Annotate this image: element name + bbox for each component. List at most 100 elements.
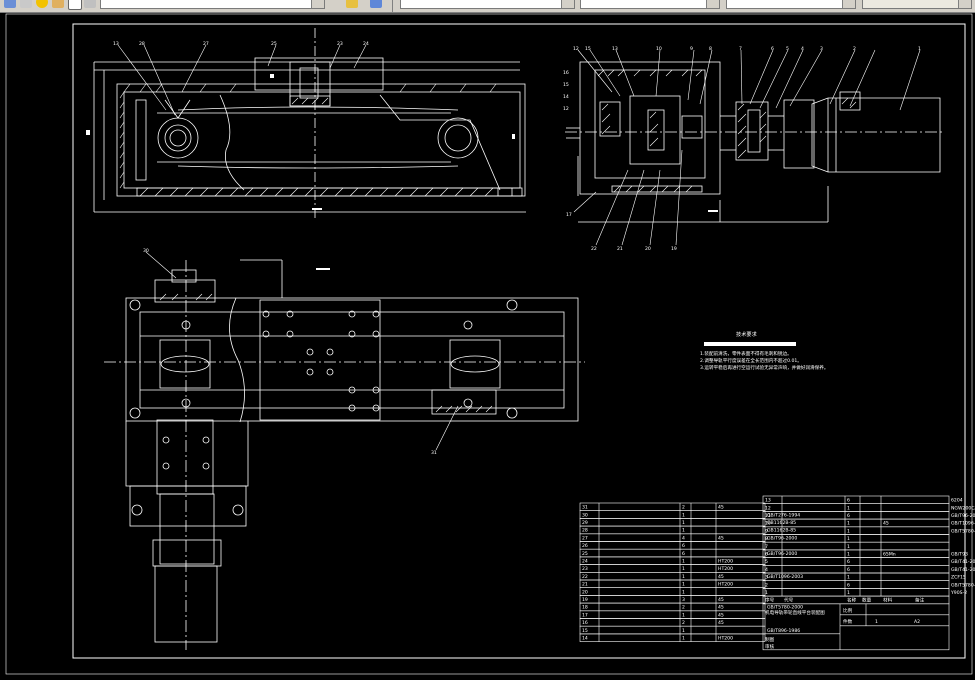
callout: 13	[612, 46, 618, 52]
color-icon[interactable]	[68, 0, 82, 10]
section-view-callouts: 12 15 13 10 9 8 7 6 5 4 3 2 1 16 15 14 1…	[563, 46, 921, 252]
lineweight-dropdown[interactable]	[726, 0, 856, 9]
toolbar	[0, 0, 975, 13]
callout: 15	[585, 46, 591, 52]
bom-cell: NGW200CA	[951, 505, 975, 511]
bom-cell: GB/T5780-2000	[767, 605, 803, 611]
bom-cell: 25	[582, 551, 588, 557]
bom-cell: 1	[847, 544, 850, 550]
layer-dropdown[interactable]	[100, 0, 325, 9]
bom-row	[579, 618, 766, 627]
layer-icon[interactable]	[4, 0, 16, 8]
bom-cell: 10	[765, 521, 771, 527]
bom-table	[579, 495, 950, 651]
callout: 5	[786, 46, 789, 52]
bom-cell: 45	[718, 620, 724, 626]
bom-cell: 1	[682, 559, 685, 565]
callout: 6	[771, 46, 774, 52]
callout: 1	[918, 46, 921, 52]
bom-cell: 45	[718, 535, 724, 541]
bom-cell: ZCF15	[951, 575, 966, 581]
bom-cell: 30	[582, 512, 588, 518]
toolbar-separator	[392, 0, 393, 12]
bom-cell: GB/T5780-2000	[951, 528, 975, 534]
bom-cell: GB/T276-1994	[767, 512, 800, 518]
bom-cell: 5	[765, 559, 768, 565]
front-view-labels	[86, 74, 515, 210]
callout: 17	[566, 212, 572, 218]
bom-cell: 8	[765, 536, 768, 542]
sun-icon[interactable]	[36, 0, 48, 8]
callout: 19	[671, 246, 677, 252]
bom-cell: GB/T5780-2000	[951, 582, 975, 588]
bom-row	[579, 595, 766, 604]
bom-header-cell: 代号	[784, 597, 794, 604]
paper-edge	[5, 13, 973, 675]
chevron-down-icon	[958, 0, 971, 8]
bom-cell: 2	[682, 605, 685, 611]
bom-cell: 15	[582, 628, 588, 634]
bom-cell: Y90S-2	[950, 590, 967, 596]
plotstyle-dropdown[interactable]	[862, 0, 972, 9]
bom-row	[762, 580, 950, 589]
bom-cell: 28	[582, 528, 588, 534]
bom-cell: 27	[582, 535, 588, 541]
drawing-canvas[interactable]: 13 28 27 25 23 24	[0, 13, 975, 676]
layer-state-icon[interactable]	[20, 0, 32, 8]
bom-row	[579, 633, 766, 642]
bom-cell: GB/T1096-2003	[951, 521, 975, 527]
chevron-down-icon	[706, 0, 719, 8]
bom-row	[579, 525, 766, 535]
count-label: 件数	[843, 618, 853, 625]
bom-cell: 26	[582, 543, 588, 549]
unlock-icon[interactable]	[52, 0, 64, 8]
linetype-dropdown[interactable]	[580, 0, 720, 9]
plot-icon[interactable]	[84, 0, 96, 8]
bom-cell: 45	[718, 597, 724, 603]
bom-row	[579, 510, 766, 519]
bom-cell: 29	[582, 520, 588, 526]
plan-view-leaders	[145, 251, 459, 451]
ratio-label: 比例	[843, 607, 853, 614]
make-current-icon[interactable]	[346, 0, 358, 8]
drawn-label: 制图	[765, 636, 775, 643]
sheet-border	[72, 23, 966, 659]
section-view-dimensions	[708, 210, 718, 212]
bom-cell: GB/T96-2000	[951, 513, 975, 519]
bom-row	[762, 503, 950, 512]
bom-cell: 45	[718, 605, 724, 611]
callout: 4	[801, 46, 804, 52]
callout: 20	[645, 246, 651, 252]
cad-drawing[interactable]: 13 28 27 25 23 24	[0, 13, 975, 676]
bom-row	[579, 548, 766, 558]
bom-row	[762, 495, 950, 504]
tech-underline	[704, 342, 796, 346]
bom-cell: 6	[765, 552, 768, 558]
layer-previous-icon[interactable]	[370, 0, 382, 8]
tech-line-3: 3.运转平稳后再进行空运行试验无异常声响，并做好润滑保养。	[700, 364, 828, 371]
plan-view	[104, 259, 585, 650]
bom-cell: 2	[682, 505, 685, 511]
chevron-down-icon	[561, 0, 574, 8]
bom-cell: 9	[765, 528, 768, 534]
bom-cell: 20	[582, 589, 588, 595]
bom-row	[579, 571, 766, 581]
bom-row	[579, 556, 766, 565]
bom-row	[579, 502, 766, 511]
bom-cell: 1	[682, 520, 685, 526]
callout: 9	[690, 46, 693, 52]
drawing-title: 机电导轨带轮直线平台装配图	[765, 609, 825, 616]
callout: 12	[563, 106, 569, 112]
bom-cell: GB/T93	[951, 552, 968, 558]
color-dropdown[interactable]	[400, 0, 575, 9]
bom-row	[579, 602, 766, 612]
callout: 14	[563, 94, 569, 100]
front-view-hatch	[119, 83, 497, 197]
bom-cell: 1	[682, 612, 685, 618]
count-value: 1	[875, 619, 878, 625]
bom-cell: GB/T1096-2003	[767, 574, 803, 580]
title-block	[762, 603, 950, 651]
chevron-down-icon	[842, 0, 855, 8]
bom-cell: 31	[582, 505, 588, 511]
bom-cell: 7	[765, 544, 768, 550]
